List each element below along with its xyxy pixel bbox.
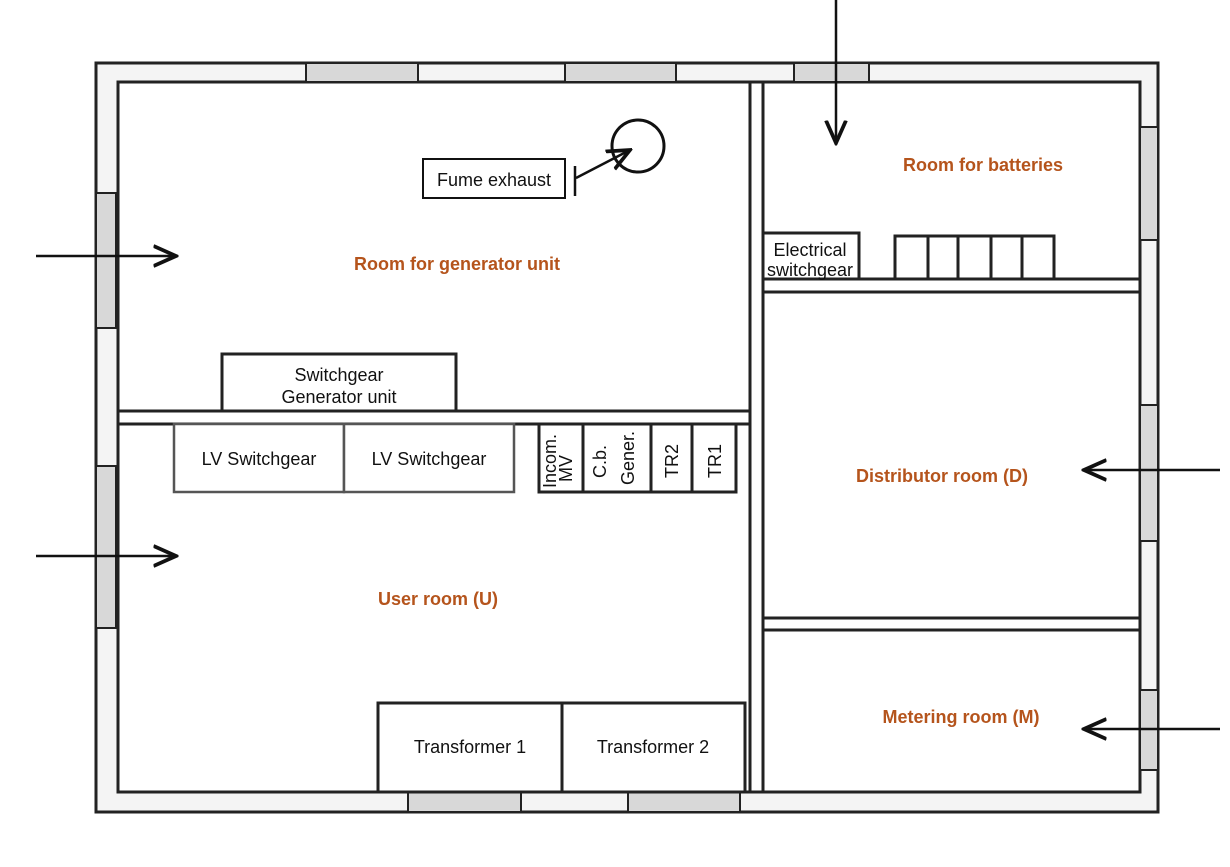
- mv-label: MV: [556, 455, 576, 482]
- transformer-1-label: Transformer 1: [414, 737, 526, 757]
- windows: [95, 62, 1159, 813]
- room-distributor-label: Distributor room (D): [856, 466, 1028, 486]
- window: [564, 62, 677, 83]
- tr1-label: TR1: [705, 444, 725, 478]
- lv-switchgear-1-box: [172, 422, 346, 494]
- fume-exhaust-box: [422, 158, 566, 199]
- fume-exhaust-vent: [610, 118, 666, 174]
- interior-walls: [116, 80, 1142, 794]
- room-user-label: User room (U): [378, 589, 498, 609]
- access-arrows: [36, 0, 1220, 729]
- switchgear-generator-box: [220, 352, 458, 413]
- window: [95, 192, 117, 329]
- tr2-label: TR2: [662, 444, 682, 478]
- mv-cells: Incom. MV C.b. Gener. TR2 TR1: [537, 422, 738, 494]
- window: [305, 62, 419, 83]
- lv-switchgear-2-label: LV Switchgear: [372, 449, 487, 469]
- incom-label: Incom.: [540, 434, 560, 488]
- generator-unit-label: Generator unit: [281, 387, 396, 407]
- window: [627, 791, 741, 813]
- electrical-switchgear-box: [761, 231, 861, 281]
- window: [1139, 126, 1159, 241]
- switchgear-label: Switchgear: [294, 365, 383, 385]
- window: [95, 465, 117, 629]
- transformer-1-box: [376, 701, 564, 794]
- window: [793, 62, 870, 83]
- window: [407, 791, 522, 813]
- gener-label: Gener.: [618, 431, 638, 485]
- room-generator-label: Room for generator unit: [354, 254, 560, 274]
- switchgear-label-2: switchgear: [767, 260, 853, 280]
- lv-switchgear-1-label: LV Switchgear: [202, 449, 317, 469]
- transformer-2-box: [560, 701, 747, 794]
- cb-label: C.b.: [590, 445, 610, 478]
- lv-switchgear-2-box: [342, 422, 516, 494]
- transformer-2-label: Transformer 2: [597, 737, 709, 757]
- room-metering-label: Metering room (M): [883, 707, 1040, 727]
- room-batteries-label: Room for batteries: [903, 155, 1063, 175]
- battery-cells: [893, 234, 1056, 281]
- fume-arrow: [575, 150, 630, 180]
- electrical-label: Electrical: [773, 240, 846, 260]
- fume-exhaust-label: Fume exhaust: [437, 170, 551, 190]
- window: [1139, 404, 1159, 542]
